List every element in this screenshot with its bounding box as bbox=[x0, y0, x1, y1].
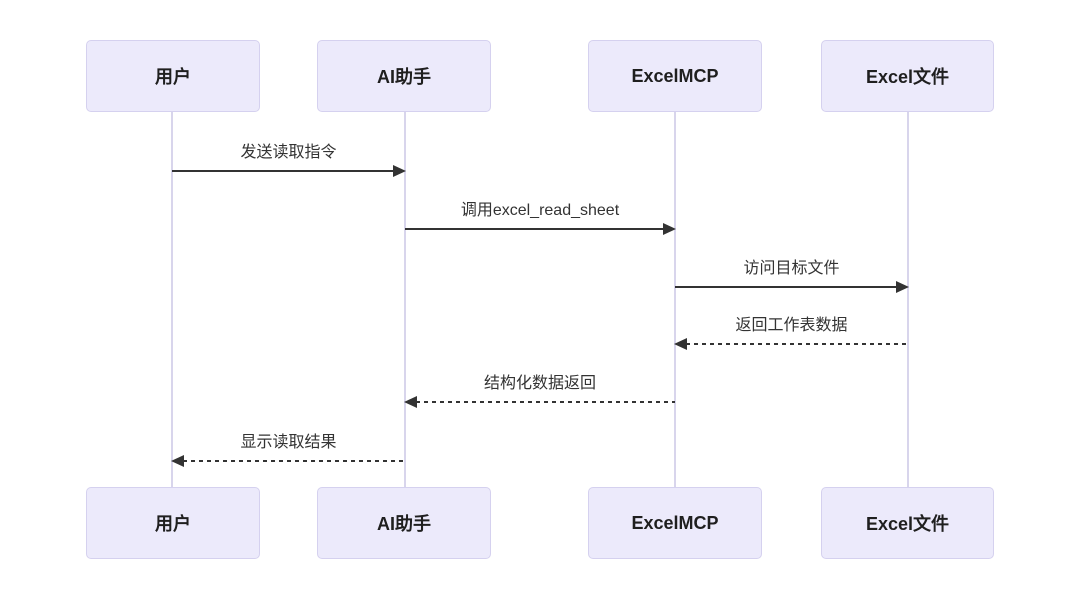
message-label: 结构化数据返回 bbox=[483, 375, 596, 392]
message-call-excel-read-sheet: 调用excel_read_sheet bbox=[405, 198, 676, 235]
actor-box-excelfile-top: Excel文件 bbox=[821, 40, 994, 112]
message-send-read-command: 发送读取指令 bbox=[172, 140, 406, 177]
message-label: 访问目标文件 bbox=[743, 260, 840, 277]
lifeline-excelfile bbox=[907, 112, 909, 487]
message-label: 显示读取结果 bbox=[240, 434, 337, 451]
actor-box-ai-top: AI助手 bbox=[317, 40, 491, 112]
message-structured-data-return: 结构化数据返回 bbox=[404, 371, 675, 408]
actor-label: Excel文件 bbox=[865, 67, 950, 87]
message-line-dashed bbox=[416, 401, 675, 403]
actor-box-ai-bottom: AI助手 bbox=[317, 487, 491, 559]
message-line-solid bbox=[172, 170, 394, 172]
actor-label: AI助手 bbox=[377, 514, 431, 534]
arrowhead-left-icon bbox=[171, 455, 184, 467]
message-show-read-result: 显示读取结果 bbox=[171, 430, 405, 467]
actor-box-excelfile-bottom: Excel文件 bbox=[821, 487, 994, 559]
arrowhead-left-icon bbox=[404, 396, 417, 408]
arrowhead-right-icon bbox=[393, 165, 406, 177]
actor-label: ExcelMCP bbox=[631, 512, 719, 533]
message-access-target-file: 访问目标文件 bbox=[675, 256, 909, 293]
actor-label: 用户 bbox=[155, 514, 191, 534]
message-label: 发送读取指令 bbox=[240, 144, 337, 161]
arrowhead-right-icon bbox=[663, 223, 676, 235]
actor-box-user-bottom: 用户 bbox=[86, 487, 260, 559]
actor-box-excelmcp-top: ExcelMCP bbox=[588, 40, 762, 112]
lifeline-excelmcp bbox=[674, 112, 676, 487]
actor-label: AI助手 bbox=[377, 67, 431, 87]
actor-label: 用户 bbox=[155, 67, 191, 87]
arrowhead-right-icon bbox=[896, 281, 909, 293]
lifeline-ai bbox=[404, 112, 406, 487]
message-line-dashed bbox=[183, 460, 405, 462]
lifeline-user bbox=[171, 112, 173, 487]
message-label: 返回工作表数据 bbox=[735, 317, 848, 334]
message-return-worksheet-data: 返回工作表数据 bbox=[674, 313, 908, 350]
actor-label: Excel文件 bbox=[865, 514, 950, 534]
message-line-solid bbox=[675, 286, 897, 288]
actor-label: ExcelMCP bbox=[631, 65, 719, 86]
arrowhead-left-icon bbox=[674, 338, 687, 350]
message-line-dashed bbox=[686, 343, 908, 345]
actor-box-user-top: 用户 bbox=[86, 40, 260, 112]
message-line-solid bbox=[405, 228, 664, 230]
actor-box-excelmcp-bottom: ExcelMCP bbox=[588, 487, 762, 559]
message-label: 调用excel_read_sheet bbox=[460, 202, 620, 219]
